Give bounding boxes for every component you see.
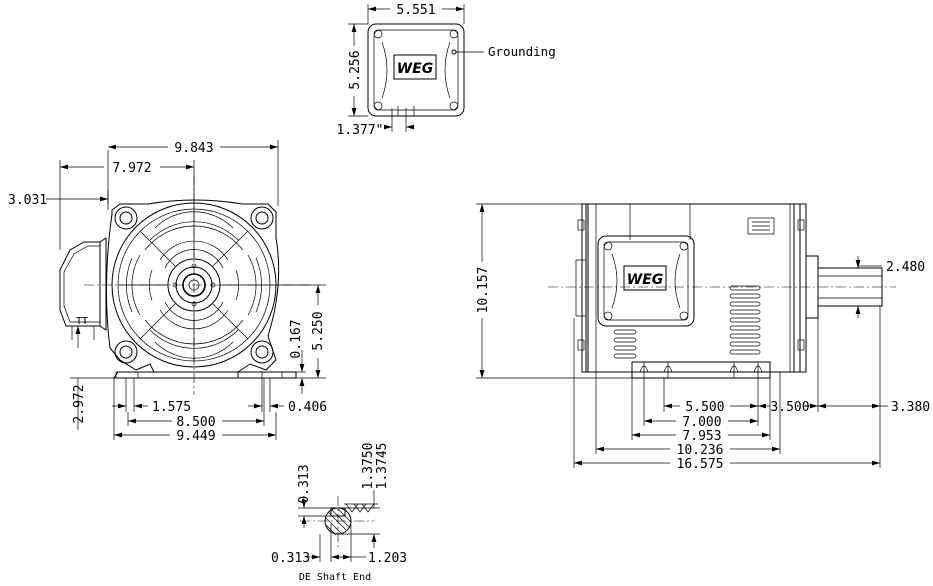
dim-slot: 0.406 [288, 400, 327, 415]
weg-logo-side-icon [623, 265, 667, 291]
grounding-label: Grounding [488, 44, 556, 59]
weg-logo-icon [393, 54, 437, 80]
dim-key-depth: 1.203 [368, 551, 407, 566]
dim-foot-holes: 5.500 [685, 400, 724, 415]
nameplate-icon [747, 217, 775, 235]
dim-box-height: 5.256 [348, 50, 363, 89]
dim-shaft-length: 3.380 [891, 400, 930, 415]
dim-box-offset: 1.377" [337, 123, 384, 138]
dim-base-width: 9.449 [176, 429, 215, 444]
surface-finish-icon [344, 503, 378, 513]
dim-hole-spacing: 1.575 [152, 400, 191, 415]
side-view: WEG [476, 203, 930, 472]
dim-center-height: 5.250 [311, 311, 326, 350]
end-view: TT 9.843 7.972 3.031 2.972 1.575 [8, 140, 327, 444]
dim-overall-width: 9.843 [174, 141, 213, 156]
dim-shaft-dia: 2.480 [886, 260, 925, 275]
dim-box-width: 5.551 [396, 3, 435, 18]
dim-key-height: 0.313 [297, 464, 312, 503]
dim-shaft-offset: 0.167 [289, 319, 304, 358]
dim-dia-min: 1.3745 [375, 443, 390, 490]
dim-to-box: 7.972 [112, 161, 151, 176]
dim-height: 10.157 [476, 267, 491, 314]
svg-text:TT: TT [76, 316, 88, 327]
terminal-box-view: WEG Grounding 5.551 5.256 1.377" [337, 3, 556, 138]
dim-foot-base: 7.953 [682, 429, 721, 444]
logo-text-side: WEG [627, 272, 664, 288]
dim-box-offset: 3.031 [8, 193, 47, 208]
shaft-end-title: DE Shaft End [299, 572, 371, 583]
dim-foot-spacing: 8.500 [176, 415, 215, 430]
dim-dia-max: 1.3750 [361, 443, 376, 490]
dim-foot-height: 2.972 [72, 384, 87, 423]
dim-overall-len: 16.575 [677, 457, 724, 472]
dim-shaft-from-hole: 3.500 [770, 400, 809, 415]
dim-foot-len: 7.000 [682, 415, 721, 430]
dim-body-len: 10.236 [677, 443, 724, 458]
grounding-icon [451, 49, 457, 55]
shaft-end-view: 0.313 1.3750 1.3745 0.313 1.203 DE Shaft… [271, 443, 407, 583]
logo-text: WEG [397, 61, 434, 77]
dim-key-width: 0.313 [271, 551, 310, 566]
